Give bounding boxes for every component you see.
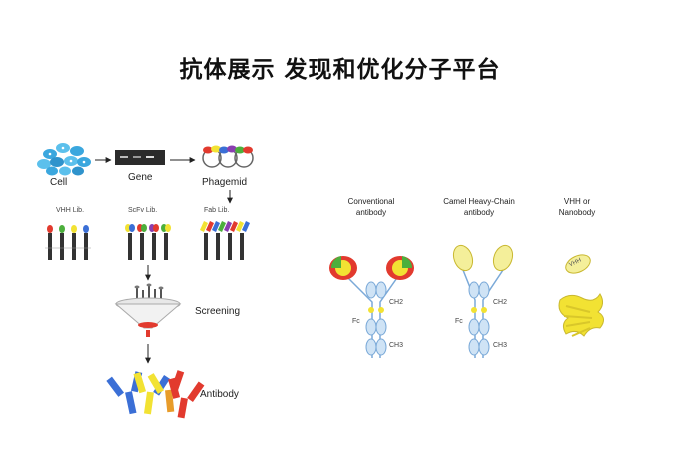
fab-library: [200, 221, 250, 260]
conventional-line1: Conventional: [347, 197, 395, 206]
conventional-line2: antibody: [355, 208, 387, 217]
camel-heavy-chain-antibody: [452, 244, 514, 358]
scfv-lib-label: ScFv Lib.: [128, 207, 158, 214]
antibody-cluster: [106, 370, 205, 419]
screening-label: Screening: [195, 306, 241, 317]
vhh-line2: Nanobody: [558, 208, 596, 217]
cell-label: Cell: [50, 177, 68, 188]
camel-ch2-label: CH2: [493, 299, 508, 306]
vhh-line1: VHH or: [563, 197, 591, 206]
vhh-nanobody: [558, 254, 604, 337]
screening-funnel: [114, 283, 182, 337]
vhh-lib-label: VHH Lib.: [56, 207, 85, 214]
camel-fc-label: Fc: [455, 318, 463, 325]
conv-ch2-label: CH2: [389, 299, 404, 306]
conv-fc-label: Fc: [352, 318, 360, 325]
camel-line1: Camel Heavy-Chain: [443, 197, 515, 206]
conv-ch3-label: CH3: [389, 342, 404, 349]
scfv-library: [125, 224, 171, 260]
fab-lib-label: Fab Lib.: [204, 207, 230, 214]
phagemid-plasmids: [202, 145, 254, 168]
antibody-label: Antibody: [200, 389, 239, 400]
vhh-label: VHH or Nanobody: [522, 196, 632, 218]
gene-label: Gene: [128, 172, 153, 183]
conventional-antibody: [329, 256, 414, 358]
cell-cluster: [37, 143, 91, 176]
camel-label: Camel Heavy-Chain antibody: [424, 196, 534, 218]
phagemid-label: Phagemid: [202, 177, 248, 188]
conventional-label: Conventional antibody: [316, 196, 426, 218]
camel-ch3-label: CH3: [493, 342, 508, 349]
page-title: 抗体展示 发现和优化分子平台: [179, 56, 501, 83]
gene-gel: [115, 150, 165, 165]
camel-line2: antibody: [463, 208, 495, 217]
vhh-library: [45, 225, 91, 260]
